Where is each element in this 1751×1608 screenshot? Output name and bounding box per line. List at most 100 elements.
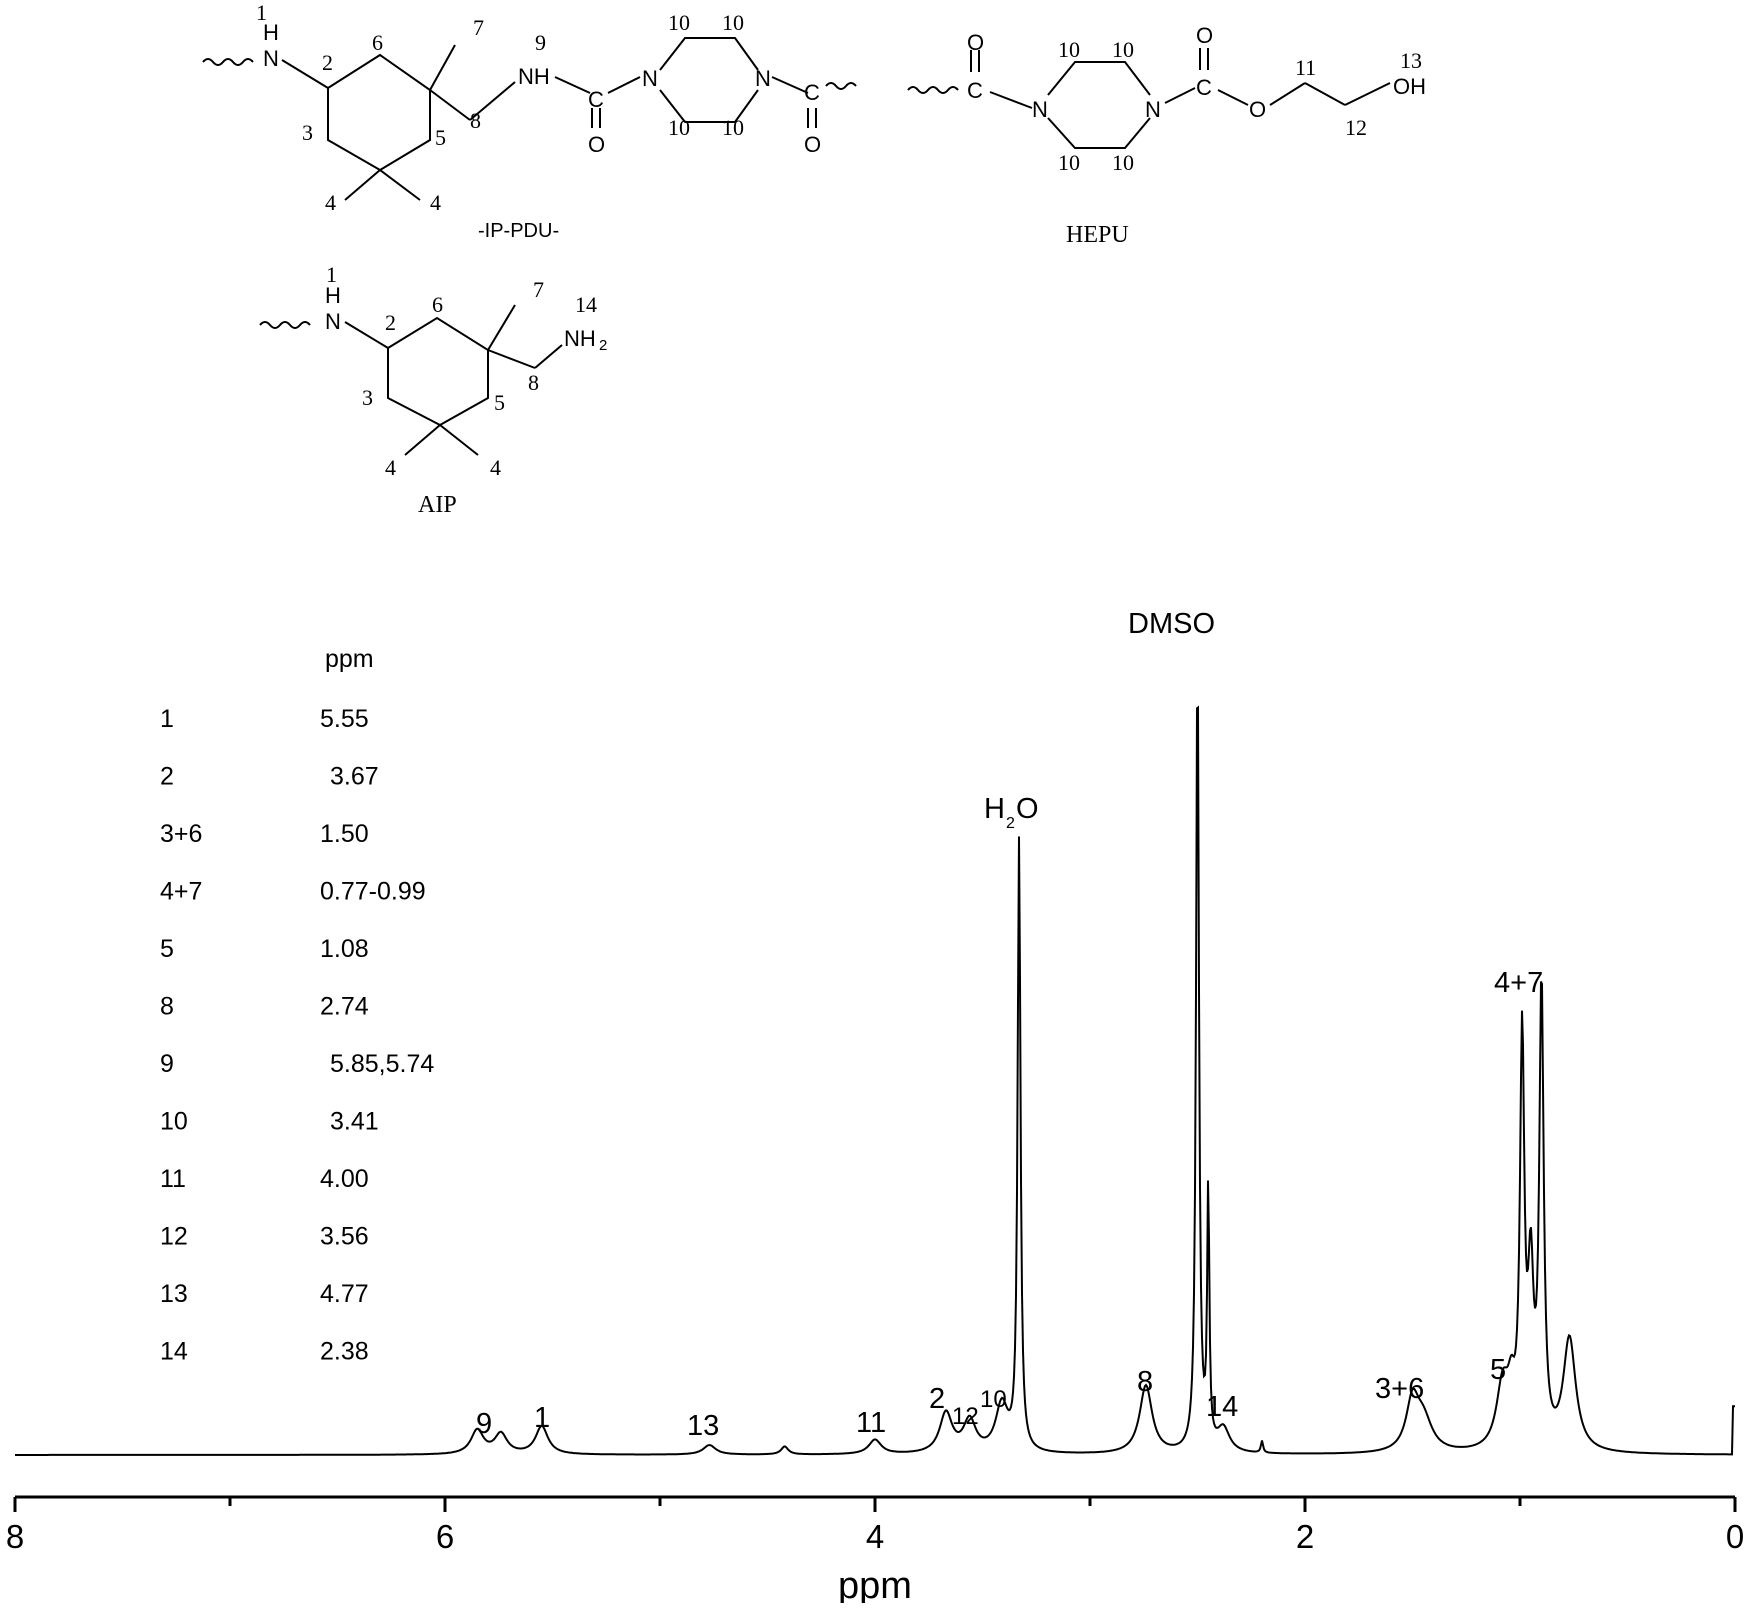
atom-symbol: H bbox=[263, 20, 279, 45]
table-row-label: 3+6 bbox=[160, 820, 202, 848]
ip-pdu-atoms: H N NH C O N N C O bbox=[263, 20, 821, 157]
bond bbox=[1164, 87, 1196, 104]
atom-symbol: N bbox=[325, 309, 341, 334]
bond bbox=[607, 76, 641, 94]
bond bbox=[469, 81, 516, 121]
bond bbox=[1304, 82, 1346, 106]
table-row-value: 3.56 bbox=[320, 1223, 369, 1251]
atom-label: 6 bbox=[432, 292, 443, 317]
table-row-value: 1.08 bbox=[320, 935, 369, 963]
peak-label-10: 10 bbox=[980, 1386, 1007, 1413]
atom-label: 1 bbox=[326, 262, 337, 287]
spectrum-line bbox=[15, 705, 1735, 1456]
x-tick-label: 6 bbox=[436, 1518, 454, 1555]
table-row-value: 5.55 bbox=[320, 705, 369, 733]
piperazine-top bbox=[659, 37, 759, 71]
atom-symbol: O bbox=[588, 132, 605, 157]
atom-symbol: O bbox=[804, 132, 821, 157]
table-row-value: 0.77-0.99 bbox=[320, 878, 426, 906]
atom-symbol: OH bbox=[1393, 74, 1426, 99]
x-tick-label: 2 bbox=[1296, 1518, 1314, 1555]
atom-label: 12 bbox=[1345, 115, 1367, 140]
atom-label: 4 bbox=[385, 455, 396, 480]
aip-atoms: H N NH 2 bbox=[325, 283, 607, 354]
atom-label: 4 bbox=[325, 190, 336, 215]
atom-label: 14 bbox=[575, 292, 597, 317]
atom-label: 3 bbox=[362, 385, 373, 410]
piperazine-bottom bbox=[1047, 117, 1151, 149]
peak-label-4-7: 4+7 bbox=[1494, 967, 1543, 999]
atom-symbol: O bbox=[1196, 23, 1213, 48]
bond bbox=[1217, 89, 1249, 106]
atom-subscript: 2 bbox=[599, 337, 607, 354]
atom-label: 10 bbox=[722, 115, 744, 140]
table-row-label: 11 bbox=[160, 1165, 186, 1193]
atom-label: 1 bbox=[256, 0, 267, 25]
table-row-label: 12 bbox=[160, 1223, 188, 1251]
atom-symbol: N bbox=[263, 46, 279, 71]
table-row-value: 2.38 bbox=[320, 1338, 369, 1366]
peak-label-9: 9 bbox=[476, 1408, 492, 1440]
table-row-value: 1.50 bbox=[320, 820, 369, 848]
table-row-value: 4.00 bbox=[320, 1165, 369, 1193]
atom-label: 10 bbox=[1058, 150, 1080, 175]
atom-symbol: C bbox=[804, 80, 820, 105]
bond bbox=[429, 89, 471, 121]
table-row-value: 2.74 bbox=[320, 993, 369, 1021]
hepu-labels: 10 10 10 10 11 12 13 bbox=[1058, 37, 1422, 175]
bond bbox=[404, 424, 441, 456]
bond bbox=[429, 44, 456, 91]
atom-symbol: N bbox=[1032, 97, 1048, 122]
atom-symbol: N bbox=[1145, 97, 1161, 122]
bond bbox=[379, 169, 421, 201]
peak-label-14: 14 bbox=[1206, 1391, 1238, 1423]
table-row-label: 4+7 bbox=[160, 878, 202, 906]
atom-label: 7 bbox=[533, 277, 544, 302]
peak-label-h2o-o: O bbox=[1016, 793, 1039, 825]
table-row-value: 3.67 bbox=[330, 763, 379, 791]
atom-symbol: C bbox=[1196, 75, 1212, 100]
structure-hepu bbox=[907, 48, 1391, 149]
wavy-bond bbox=[259, 321, 311, 329]
atom-label: 2 bbox=[322, 50, 333, 75]
atom-label: 5 bbox=[435, 125, 446, 150]
table-row-label: 9 bbox=[160, 1050, 174, 1078]
atom-label: 5 bbox=[494, 390, 505, 415]
atom-label: 10 bbox=[1112, 37, 1134, 62]
x-axis-label: ppm bbox=[838, 1565, 912, 1603]
peak-label-8: 8 bbox=[1137, 1366, 1153, 1398]
atom-symbol: H bbox=[325, 283, 341, 308]
piperazine-bottom bbox=[659, 89, 759, 123]
peak-label-2: 2 bbox=[929, 1383, 945, 1415]
table-header: ppm bbox=[325, 645, 374, 673]
peak-label-13: 13 bbox=[687, 1410, 719, 1442]
atom-label: 8 bbox=[470, 108, 481, 133]
atom-label: 7 bbox=[473, 15, 484, 40]
peak-label-3-6: 3+6 bbox=[1375, 1373, 1424, 1405]
aip-caption: AIP bbox=[418, 492, 457, 518]
bond bbox=[344, 169, 381, 201]
atom-label: 10 bbox=[1058, 37, 1080, 62]
table-row-label: 13 bbox=[160, 1280, 188, 1308]
bond bbox=[771, 76, 809, 94]
ip-pdu-labels: 1 2 3 4 4 5 6 7 8 9 10 10 10 10 bbox=[256, 0, 744, 215]
table-row-label: 14 bbox=[160, 1338, 188, 1366]
peak-labels: DMSO H 2 O 9 1 13 11 2 12 10 8 14 3+6 5 … bbox=[476, 608, 1543, 1442]
table-row-value: 4.77 bbox=[320, 1280, 369, 1308]
atom-symbol: N bbox=[642, 66, 658, 91]
hepu-caption: HEPU bbox=[1066, 222, 1129, 248]
atom-label: 4 bbox=[430, 190, 441, 215]
x-tick-label: 0 bbox=[1726, 1518, 1744, 1555]
atom-label: 2 bbox=[385, 310, 396, 335]
atom-label: 10 bbox=[722, 10, 744, 35]
atom-symbol: O bbox=[1249, 97, 1266, 122]
bond bbox=[487, 304, 516, 351]
bond bbox=[344, 321, 389, 349]
bond bbox=[1269, 82, 1306, 106]
atom-symbol: NH bbox=[518, 64, 550, 89]
atom-label: 8 bbox=[528, 370, 539, 395]
